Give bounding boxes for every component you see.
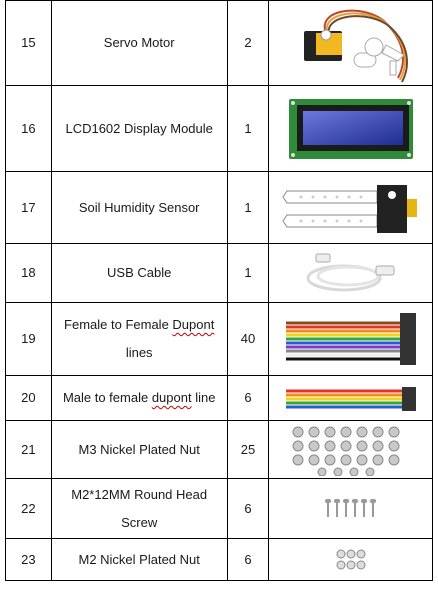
item-quantity: 25 xyxy=(226,420,270,479)
item-name-part: dupont xyxy=(151,390,192,405)
item-number: 19 xyxy=(5,302,52,376)
item-name-part: Screw xyxy=(121,514,158,530)
item-name: Servo Motor xyxy=(50,0,228,86)
item-image-cell xyxy=(268,85,433,172)
item-number: 16 xyxy=(5,85,52,172)
lcd1602-module-image xyxy=(288,98,413,159)
item-image-cell xyxy=(268,538,433,581)
item-name: LCD1602 Display Module xyxy=(50,85,228,172)
item-quantity: 2 xyxy=(226,0,270,86)
item-name: Male to female dupont line xyxy=(50,375,228,421)
item-quantity: 40 xyxy=(226,302,270,376)
item-image-cell xyxy=(268,478,433,539)
item-image-cell xyxy=(268,375,433,421)
item-image-cell xyxy=(268,420,433,479)
item-quantity: 6 xyxy=(226,538,270,581)
item-name-part: Female to Female xyxy=(64,317,173,332)
item-name: USB Cable xyxy=(50,243,228,303)
item-number: 20 xyxy=(5,375,52,421)
item-image-cell xyxy=(268,0,433,86)
item-image-cell xyxy=(268,171,433,244)
table-row: 18 USB Cable 1 xyxy=(5,243,433,303)
table-row: 23 M2 Nickel Plated Nut 6 xyxy=(5,538,433,581)
dupont-ribbon-image xyxy=(285,313,416,365)
item-quantity: 1 xyxy=(226,85,270,172)
parts-table: 15 Servo Motor 2 16 LCD1602 Display Modu… xyxy=(5,0,433,581)
item-quantity: 6 xyxy=(226,478,270,539)
item-image-cell xyxy=(268,243,433,303)
table-row: 20 Male to female dupont line 6 xyxy=(5,375,433,421)
table-row: 15 Servo Motor 2 xyxy=(5,0,433,86)
item-name: Soil Humidity Sensor xyxy=(50,171,228,244)
item-name-part: Male to female xyxy=(62,390,152,405)
soil-humidity-sensor-image xyxy=(282,184,417,233)
table-row: 19 Female to Female Dupont lines 40 xyxy=(5,302,433,376)
item-quantity: 1 xyxy=(226,171,270,244)
item-name: M2 Nickel Plated Nut xyxy=(50,538,228,581)
item-name: Female to Female Dupont lines xyxy=(50,302,228,376)
item-name: M3 Nickel Plated Nut xyxy=(50,420,228,479)
item-name-part: lines xyxy=(125,345,153,360)
servo-motor-image xyxy=(303,9,408,83)
m2-screws-image xyxy=(324,498,376,517)
item-name-part: M2*12MM Round Head xyxy=(71,486,208,502)
item-number: 22 xyxy=(5,478,52,539)
item-name-part: line xyxy=(191,390,216,405)
m2-nuts-image xyxy=(336,549,366,569)
item-number: 21 xyxy=(5,420,52,479)
item-quantity: 1 xyxy=(226,243,270,303)
item-number: 15 xyxy=(5,0,52,86)
table-row: 16 LCD1602 Display Module 1 xyxy=(5,85,433,172)
item-number: 18 xyxy=(5,243,52,303)
item-name-part: Dupont xyxy=(172,317,215,332)
item-number: 17 xyxy=(5,171,52,244)
dupont-wires-image xyxy=(285,387,416,411)
table-row: 21 M3 Nickel Plated Nut 25 xyxy=(5,420,433,479)
item-quantity: 6 xyxy=(226,375,270,421)
item-image-cell xyxy=(268,302,433,376)
table-row: 17 Soil Humidity Sensor 1 xyxy=(5,171,433,244)
m3-nuts-image xyxy=(292,426,400,476)
item-number: 23 xyxy=(5,538,52,581)
usb-cable-image xyxy=(306,253,395,292)
